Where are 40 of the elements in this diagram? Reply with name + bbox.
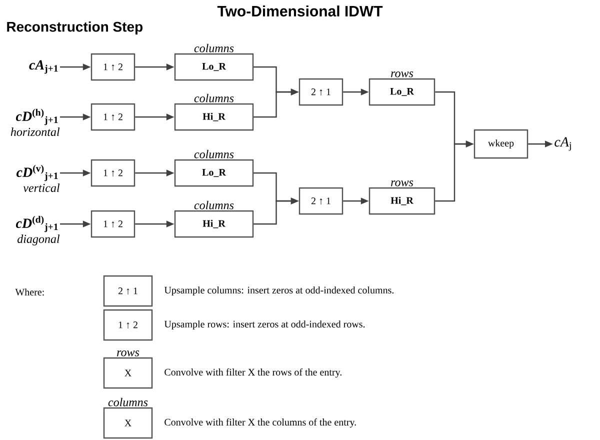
signal-label: cD$^{(v)}$j+1 bbox=[16, 164, 58, 182]
box-heading: columns bbox=[194, 94, 234, 102]
filter-box: Lo_R bbox=[174, 53, 254, 81]
keep-box: wkeep bbox=[474, 129, 528, 159]
legend-description: Upsample rows: insert zeros at odd-indexed rows. bbox=[164, 320, 365, 330]
filter-box: Hi_R bbox=[368, 187, 436, 215]
signal-label: cA$_{j+1}$ bbox=[29, 60, 58, 74]
upsample-box: 1 ↑ 2 bbox=[90, 103, 136, 131]
box-heading: columns bbox=[194, 44, 234, 52]
title: Two-Dimensional IDWT bbox=[217, 6, 383, 16]
where-label: Where: bbox=[15, 288, 44, 296]
output-label: cA$_{j}$ bbox=[554, 137, 571, 151]
upsample-box: 1 ↑ 2 bbox=[90, 159, 136, 187]
upsample-box: 2 ↑ 1 bbox=[298, 78, 344, 106]
node-label: diagonal bbox=[18, 234, 60, 246]
node-label: vertical bbox=[23, 184, 60, 192]
box-heading: columns bbox=[108, 398, 148, 406]
filter-box: Hi_R bbox=[174, 210, 254, 238]
signal-label: cD$^{(h)}$j+1 bbox=[16, 108, 58, 126]
box-heading: columns bbox=[194, 200, 234, 210]
upsample-box: 1 ↑ 2 bbox=[90, 53, 136, 81]
box-heading: rows bbox=[117, 350, 140, 356]
box-heading: rows bbox=[391, 180, 414, 186]
filter-box: X bbox=[103, 407, 153, 439]
box-heading: rows bbox=[391, 72, 414, 78]
legend-description: Upsample columns: insert zeros at odd-indexed columns. bbox=[164, 286, 394, 296]
box-heading: columns bbox=[194, 150, 234, 158]
filter-box: Hi_R bbox=[174, 103, 254, 131]
node-label: horizontal bbox=[10, 128, 60, 136]
upsample-box: 1 ↑ 2 bbox=[103, 309, 153, 341]
section-heading: Reconstruction Step bbox=[7, 21, 143, 35]
signal-label: cD$^{(d)}$j+1 bbox=[16, 216, 58, 232]
legend-description: Convolve with filter X the columns of the entry. bbox=[164, 418, 356, 428]
filter-box: X bbox=[103, 357, 153, 389]
legend-description: Convolve with filter X the rows of the entry. bbox=[164, 368, 342, 378]
upsample-box: 2 ↑ 1 bbox=[298, 187, 344, 215]
upsample-box: 1 ↑ 2 bbox=[90, 210, 136, 238]
upsample-box: 2 ↑ 1 bbox=[103, 275, 153, 307]
filter-box: Lo_R bbox=[174, 159, 254, 187]
filter-box: Lo_R bbox=[368, 78, 436, 106]
